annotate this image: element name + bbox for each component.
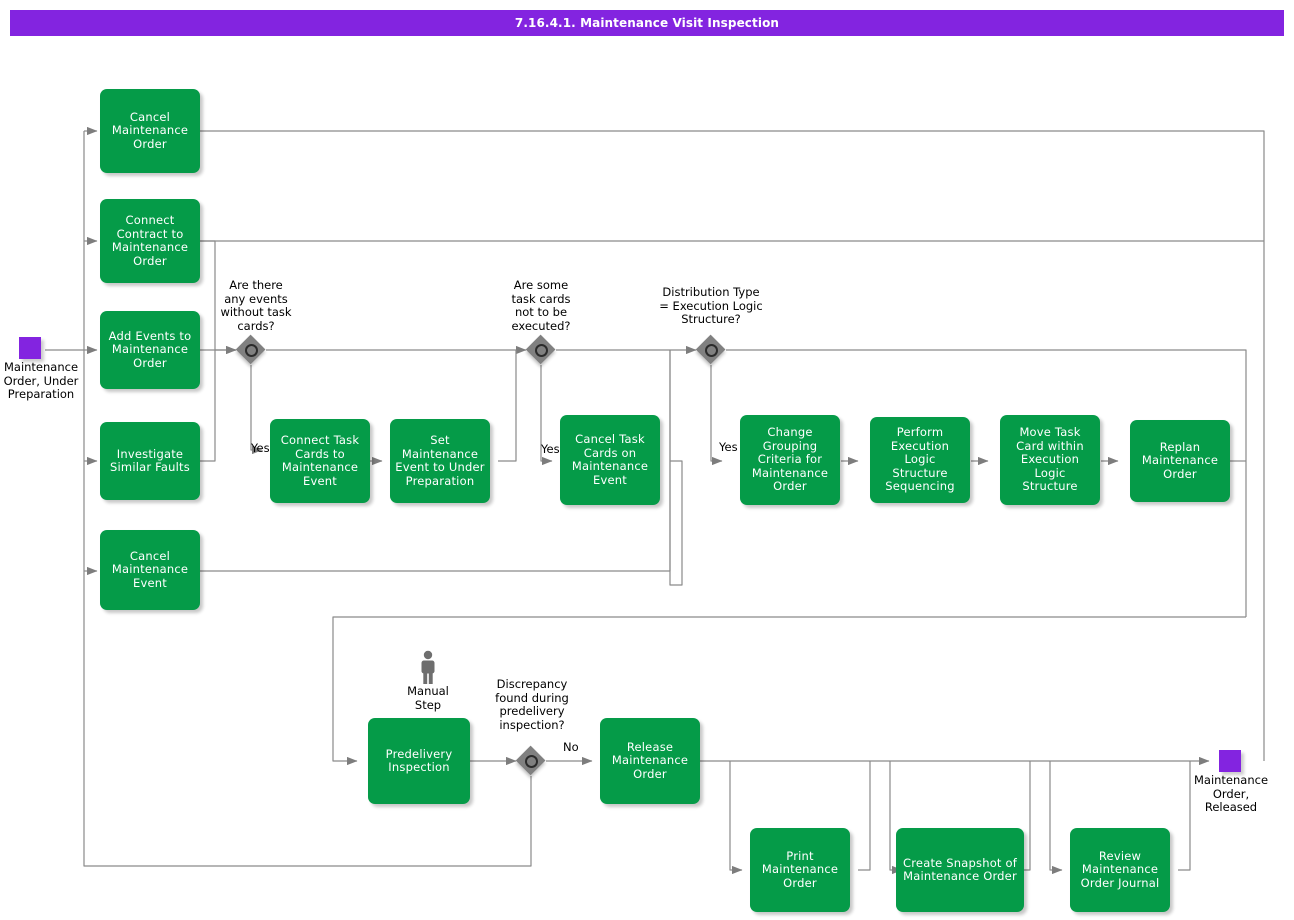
- task-connect-task-cards-to-maintenance-event[interactable]: Connect Task Cards to Maintenance Event: [270, 419, 370, 503]
- task-set-maintenance-event-to-under-preparation[interactable]: Set Maintenance Event to Under Preparati…: [390, 419, 490, 503]
- task-review-maintenance-order-journal[interactable]: Review Maintenance Order Journal: [1070, 828, 1170, 912]
- task-replan-maintenance-order[interactable]: Replan Maintenance Order: [1130, 420, 1230, 502]
- end-event[interactable]: [1219, 750, 1241, 772]
- task-print-maintenance-order[interactable]: Print Maintenance Order: [750, 828, 850, 912]
- flow-label-no-1: No: [563, 740, 579, 754]
- task-create-snapshot-of-maintenance-order[interactable]: Create Snapshot of Maintenance Order: [896, 828, 1024, 912]
- task-connect-contract-to-maintenance-order[interactable]: Connect Contract to Maintenance Order: [100, 199, 200, 283]
- gateway-inclusive-ring: [525, 755, 538, 768]
- manual-step-label: Manual Step: [407, 684, 449, 712]
- gateway-inclusive-ring: [245, 344, 258, 357]
- task-investigate-similar-faults[interactable]: Investigate Similar Faults: [100, 422, 200, 500]
- task-move-task-card-within-execution-logic-structure[interactable]: Move Task Card within Execution Logic St…: [1000, 415, 1100, 505]
- person-icon: [421, 650, 435, 684]
- task-perform-execution-logic-structure-sequencing[interactable]: Perform Execution Logic Structure Sequen…: [870, 417, 970, 503]
- gateway-distribution-type[interactable]: [696, 335, 726, 365]
- gateway-task-cards-not-executed-label: Are some task cards not to be executed?: [511, 278, 571, 333]
- gateway-discrepancy-found-label: Discrepancy found during predelivery ins…: [495, 677, 569, 732]
- task-cancel-maintenance-order[interactable]: Cancel Maintenance Order: [100, 89, 200, 173]
- task-predelivery-inspection[interactable]: Predelivery Inspection: [368, 718, 470, 804]
- end-event-label: Maintenance Order, Released: [1193, 773, 1269, 814]
- task-release-maintenance-order[interactable]: Release Maintenance Order: [600, 718, 700, 804]
- task-cancel-maintenance-event[interactable]: Cancel Maintenance Event: [100, 530, 200, 610]
- task-cancel-task-cards-on-maintenance-event[interactable]: Cancel Task Cards on Maintenance Event: [560, 415, 660, 505]
- gateway-inclusive-ring: [535, 344, 548, 357]
- gateway-events-without-task-cards[interactable]: [236, 335, 266, 365]
- gateway-events-without-task-cards-label: Are there any events without task cards?: [220, 278, 292, 333]
- start-event[interactable]: [19, 337, 41, 359]
- gateway-discrepancy-found[interactable]: [516, 746, 546, 776]
- gateway-task-cards-not-executed[interactable]: [526, 335, 556, 365]
- page-title: 7.16.4.1. Maintenance Visit Inspection: [10, 10, 1284, 36]
- task-add-events-to-maintenance-order[interactable]: Add Events to Maintenance Order: [100, 311, 200, 389]
- flow-label-yes-2: Yes: [541, 442, 560, 456]
- task-change-grouping-criteria-for-maintenance-order[interactable]: Change Grouping Criteria for Maintenance…: [740, 415, 840, 505]
- flow-label-yes-3: Yes: [719, 440, 738, 454]
- start-event-label: Maintenance Order, Under Preparation: [3, 360, 79, 401]
- gateway-inclusive-ring: [705, 344, 718, 357]
- gateway-distribution-type-label: Distribution Type = Execution Logic Stru…: [659, 285, 763, 326]
- flow-label-yes-1: Yes: [251, 441, 270, 455]
